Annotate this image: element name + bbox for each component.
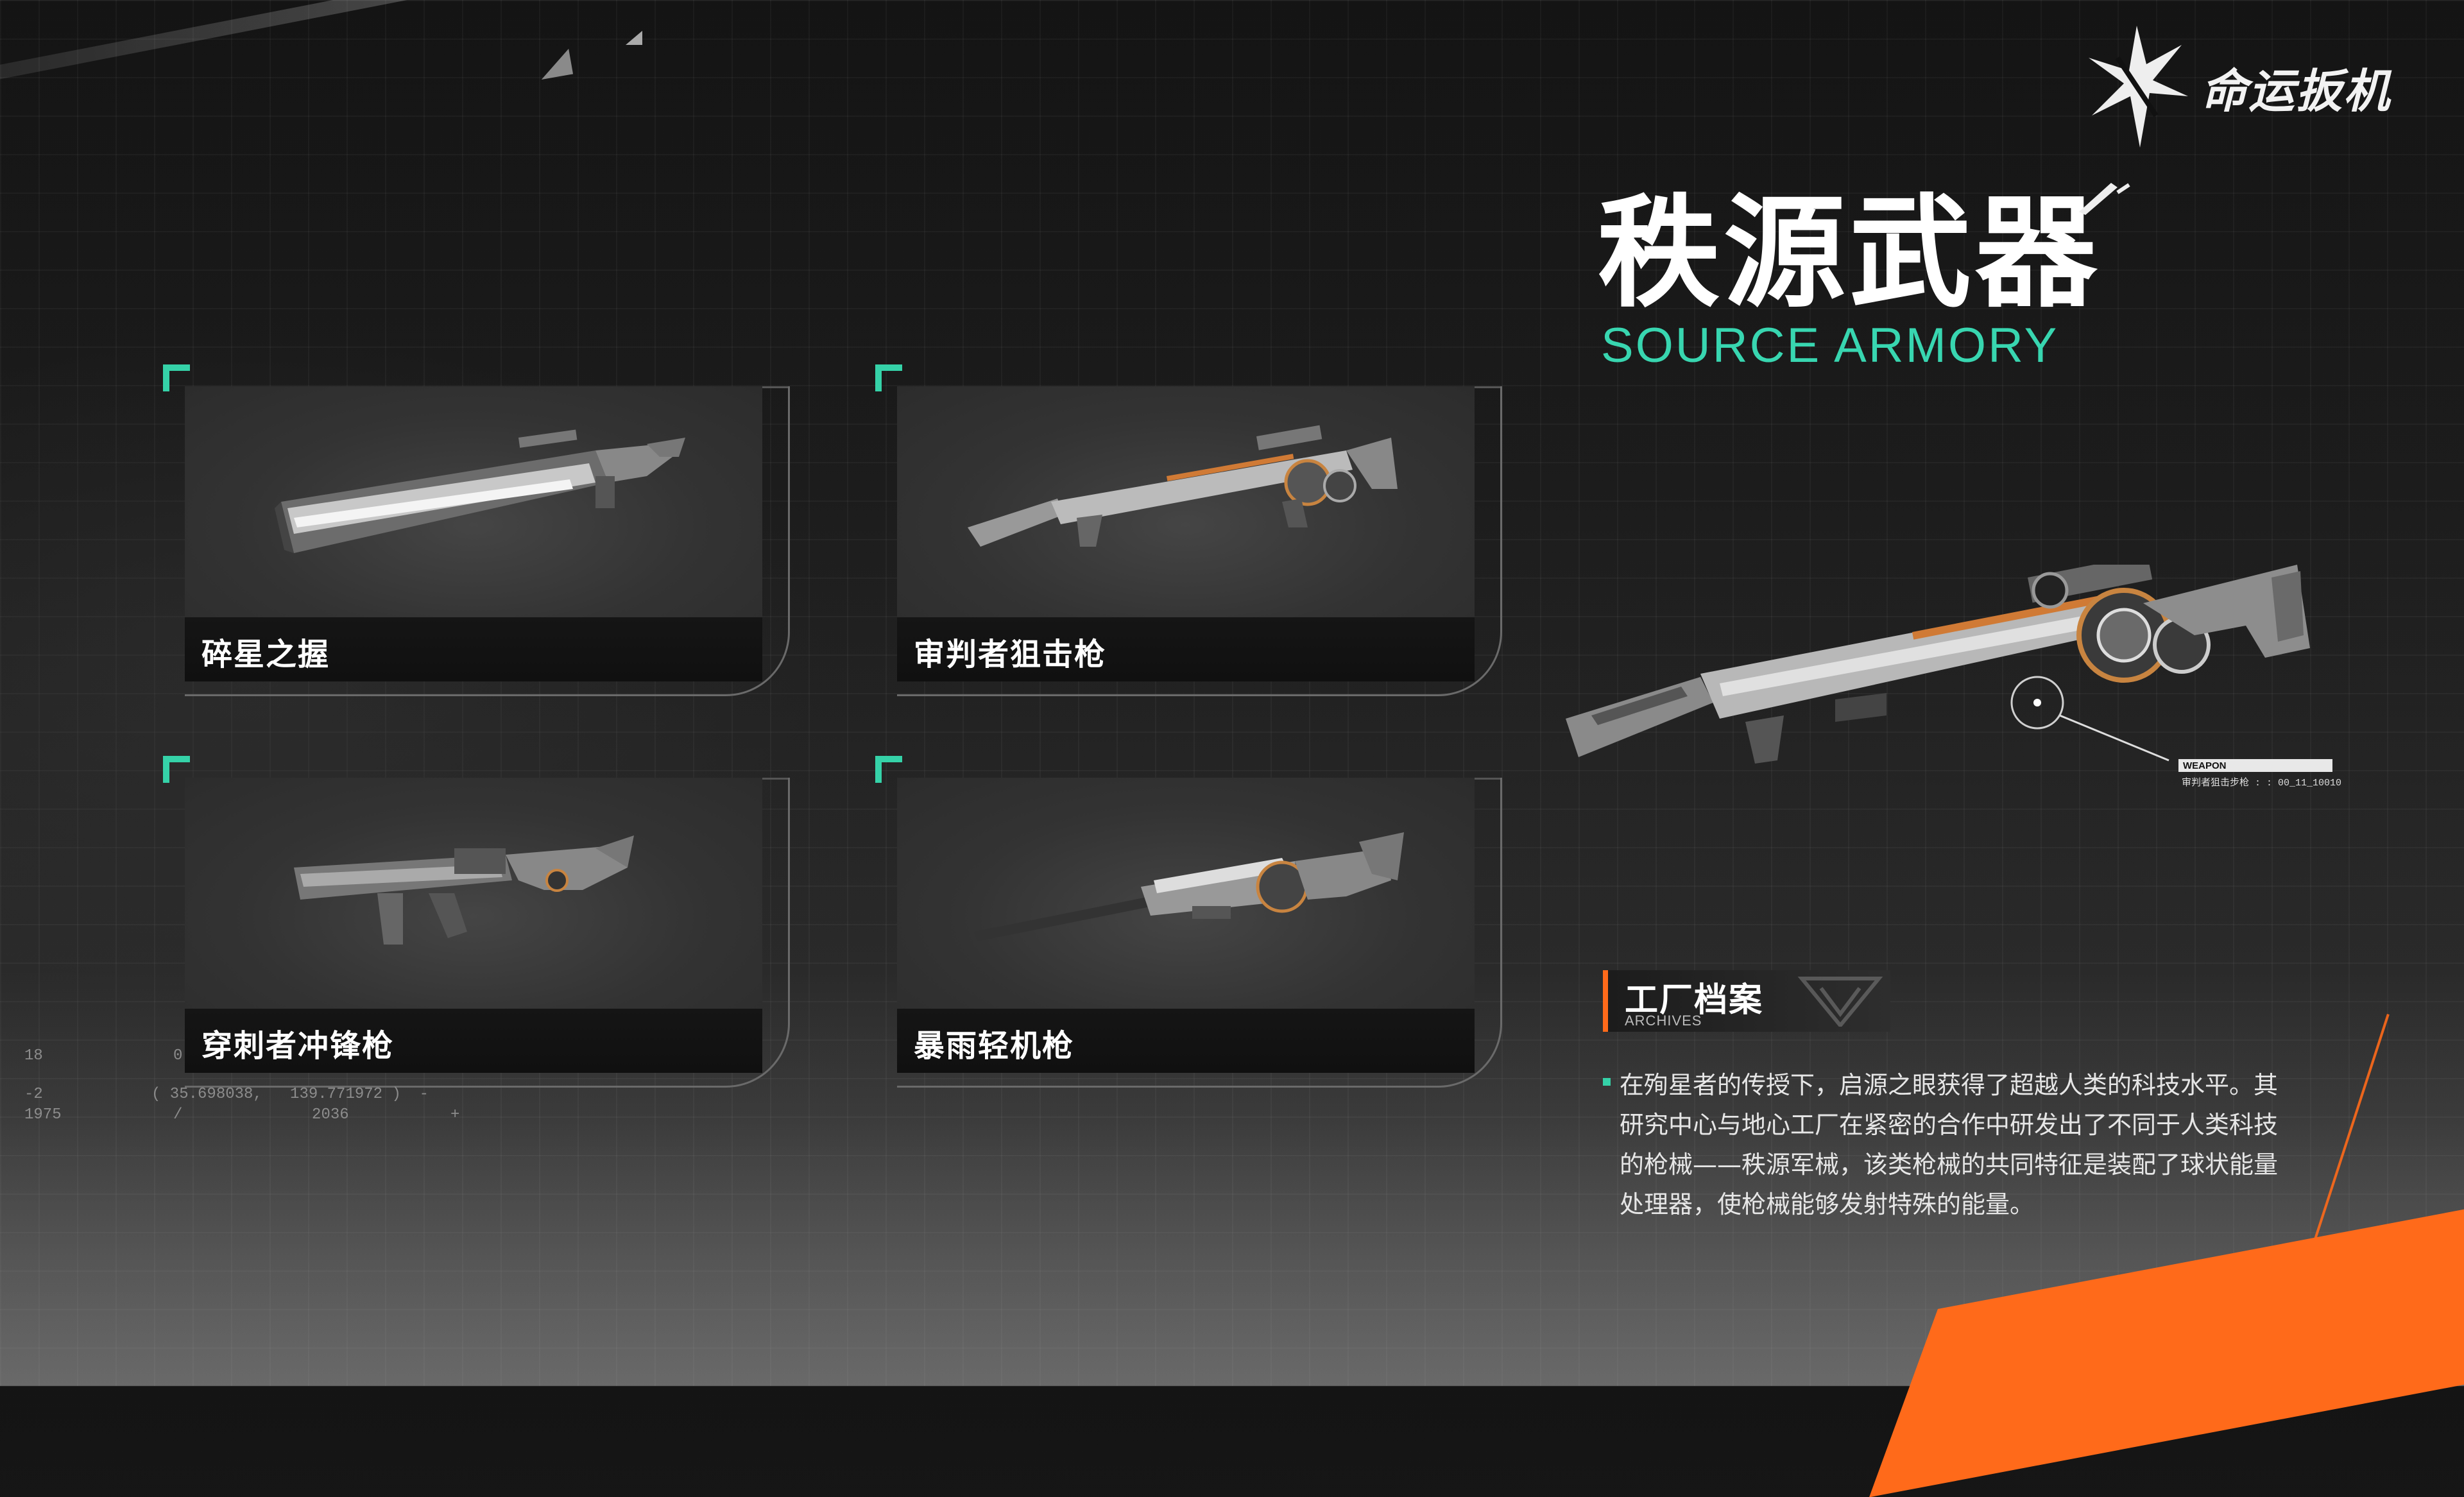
card-corner-marker	[875, 364, 902, 391]
hud-coordinates: ( 35.698038, 139.771972 ) -	[151, 1086, 429, 1103]
weapon-tag-bar	[2178, 759, 2332, 772]
title-accent-icon	[2079, 183, 2130, 215]
weapon-name: 碎星之握	[201, 637, 330, 672]
heavy-cannon-icon	[275, 429, 685, 553]
archives-header: 工厂档案 ARCHIVES	[1603, 970, 1892, 1032]
card-label-bar	[897, 617, 1475, 681]
card-label-bar	[185, 1009, 762, 1073]
weapon-image	[897, 778, 1475, 1009]
weapon-tag: WEAPON	[2183, 760, 2227, 771]
weapon-image	[185, 778, 762, 1009]
featured-sniper-rifle-icon	[1566, 565, 2310, 764]
weapon-card[interactable]: 穿刺者冲锋枪	[163, 756, 790, 1088]
hud-value: -2	[24, 1086, 43, 1103]
hud-value: +	[450, 1106, 460, 1124]
card-corner-marker	[875, 756, 902, 783]
card-outline	[897, 778, 1502, 1088]
brand-logo: 命运扳机	[2079, 19, 2391, 154]
archives-emblem-icon	[1797, 977, 1883, 1027]
weapon-card[interactable]: 审判者狙击枪	[875, 364, 1502, 696]
weapon-image	[185, 386, 762, 617]
weapon-name: 穿刺者冲锋枪	[201, 1028, 395, 1064]
decor-triangle-small	[626, 31, 642, 45]
light-machine-gun-icon	[974, 832, 1404, 941]
hud-value: 1975	[24, 1106, 62, 1124]
logo-emblem-icon	[2089, 26, 2188, 148]
archives-accent-bar	[1603, 970, 1608, 1032]
decor-triangle	[536, 48, 574, 80]
logo-text: 命运扳机	[2201, 64, 2391, 118]
weapon-name: 审判者狙击枪	[914, 637, 1107, 672]
background-grid	[0, 0, 2464, 1386]
archives-title: 工厂档案	[1625, 981, 1764, 1020]
hud-value: 0	[173, 1047, 183, 1065]
archives-subtitle: ARCHIVES	[1625, 1013, 1702, 1029]
hud-value: / 2036	[173, 1106, 349, 1124]
card-outline	[185, 778, 790, 1088]
weapon-card[interactable]: 暴雨轻机枪	[875, 756, 1502, 1088]
weapon-card[interactable]: 碎星之握	[163, 364, 790, 696]
card-label-bar	[185, 617, 762, 681]
card-outline	[185, 386, 790, 696]
description-bullet	[1603, 1078, 1611, 1086]
card-corner-marker	[163, 364, 190, 391]
card-label-bar	[897, 1009, 1475, 1073]
card-corner-marker	[163, 756, 190, 783]
archives-description: 在殉星者的传授下，启源之眼获得了超越人类的科技水平。其研究中心与地心工厂在紧密的…	[1620, 1071, 2279, 1219]
page-subtitle: SOURCE ARMORY	[1601, 318, 2059, 373]
weapon-image	[897, 386, 1475, 617]
page-title: 秩源武器	[1598, 182, 2101, 324]
card-outline	[897, 386, 1502, 696]
hud-value: 18	[24, 1047, 43, 1065]
sniper-rifle-icon	[968, 425, 1398, 547]
smg-icon	[294, 835, 634, 945]
weapon-code: 审判者狙击步枪 : : 00_11_10010	[2182, 778, 2342, 789]
weapon-name: 暴雨轻机枪	[914, 1028, 1075, 1064]
